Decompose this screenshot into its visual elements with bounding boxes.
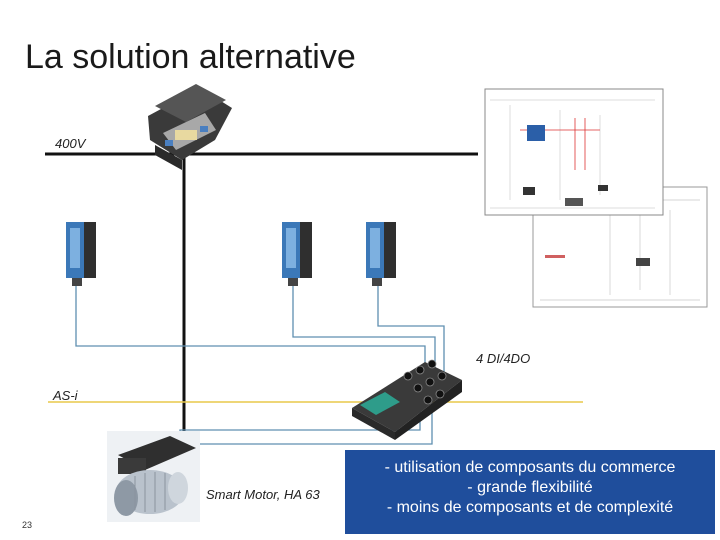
io-module: [352, 359, 462, 440]
summary-item-3: - moins de composants et de complexité: [386, 499, 674, 516]
summary-item-2: - grande flexibilité: [467, 479, 593, 496]
summary-item-1: - utilisation de composants du commerce: [384, 459, 676, 476]
schematic-document-front: [484, 88, 664, 216]
photoelectric-sensor-1: [66, 222, 96, 286]
photoelectric-sensor-3: [366, 222, 396, 286]
junction-box: [148, 84, 232, 170]
bus-label: AS-i: [53, 388, 78, 403]
io-module-label: 4 DI/4DO: [476, 351, 531, 366]
summary-box: - utilisation de composants du commerce …: [345, 450, 715, 534]
smart-motor: [107, 431, 200, 522]
power-line-label: 400V: [55, 136, 86, 151]
photoelectric-sensor-2: [282, 222, 312, 286]
motor-label: Smart Motor, HA 63: [206, 487, 320, 502]
slide-title: La solution alternative: [25, 38, 356, 76]
slide-number: 23: [22, 520, 33, 530]
